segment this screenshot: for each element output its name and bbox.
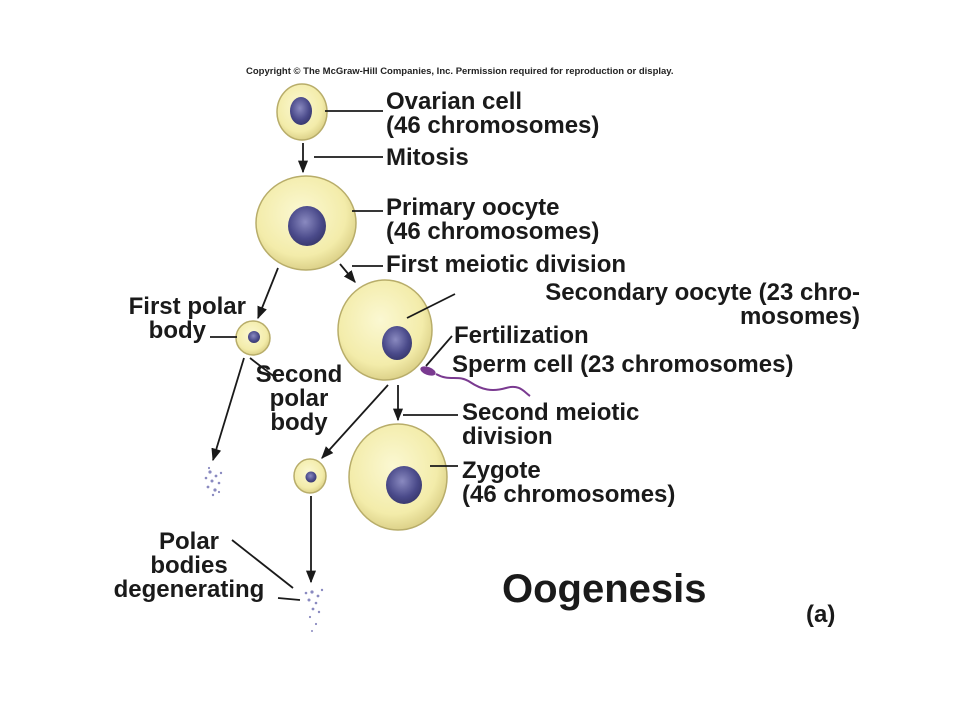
label-fertilization: Fertilization [454,322,589,349]
ovarian-cell [276,83,328,141]
arrow-first-polar-degenerate [211,357,245,462]
label-mitosis: Mitosis [386,144,469,171]
label-second-polar-body: Second polar body [255,361,343,436]
label-second-meiotic-division: Second meiotic division [462,399,640,450]
arrow-to-secondary-oocyte [339,263,356,283]
label-ovarian-cell: Ovarian cell (46 chromosomes) [386,88,600,139]
arrows [211,143,404,584]
copyright-notice: Copyright © The McGraw-Hill Companies, I… [246,66,674,77]
label-secondary-oocyte: Secondary oocyte (23 chro- mosomes) [545,279,860,330]
degenerating-polar-body-left [204,466,223,497]
label-primary-oocyte: Primary oocyte (46 chromosomes) [386,194,600,245]
secondary-oocyte-nucleus [382,326,412,360]
leader-secondary-oocyte [406,293,456,319]
leader-fertilization [425,335,453,367]
leader-lines [210,110,458,601]
label-sperm-cell: Sperm cell (23 chromosomes) [452,351,794,378]
arrow-to-first-polar-body [257,267,279,320]
arrow-to-second-polar-body [321,384,389,459]
label-zygote: Zygote (46 chromosomes) [462,457,676,508]
leader-second-polar-body [249,357,277,379]
label-first-meiotic-division: First meiotic division [386,251,627,278]
degenerating-polar-body-right [304,588,324,632]
first-polar-body-cell [235,320,271,356]
primary-oocyte [255,175,357,271]
sperm-cell [420,366,531,397]
zygote-nucleus [386,466,422,504]
leader-polar-bodies-bottom [277,597,301,601]
zygote [348,423,448,531]
primary-oocyte-nucleus [288,206,326,246]
ovarian-cell-nucleus [290,97,312,125]
secondary-oocyte [337,279,433,381]
leader-polar-bodies-top [231,539,294,589]
label-polar-bodies-degenerating: Polar bodies degenerating [113,528,265,603]
figure-title: Oogenesis [502,567,707,611]
second-polar-body-cell [293,458,327,494]
label-first-polar-body: First polar body [128,293,246,344]
panel-label: (a) [806,601,836,628]
